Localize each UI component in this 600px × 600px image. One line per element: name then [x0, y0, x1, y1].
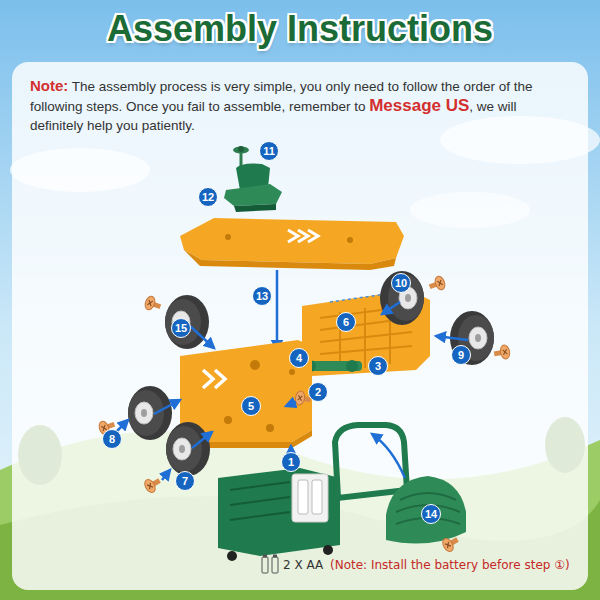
callout-number: 8 [102, 429, 122, 449]
callout-number: 9 [451, 345, 471, 365]
note-panel [12, 62, 588, 590]
callout-number: 14 [421, 504, 441, 524]
wheel [166, 422, 210, 476]
front-grille [386, 476, 466, 544]
screw [493, 344, 511, 360]
note-box: Note: The assembly process is very simpl… [14, 66, 586, 145]
callout-number: 13 [252, 286, 272, 306]
assembly-arrow [276, 270, 279, 350]
wheel [380, 271, 424, 325]
note-text: Note: The assembly process is very simpl… [30, 76, 570, 135]
callout-number: 15 [171, 318, 191, 338]
hood-top [180, 218, 404, 270]
battery-base [218, 468, 340, 561]
callout-number: 2 [308, 382, 328, 402]
callout-number: 4 [289, 348, 309, 368]
wheel [165, 295, 209, 349]
note-heading: Note: [30, 77, 68, 94]
assembly-arrow [286, 402, 296, 406]
callout-number: 1 [281, 452, 301, 472]
seat [224, 164, 282, 213]
screw [427, 275, 446, 293]
page-title: Assembly Instructions [0, 8, 600, 50]
callout-number: 3 [368, 356, 388, 376]
assembly-arrows [116, 302, 468, 480]
callout-number: 7 [175, 471, 195, 491]
wheel [128, 386, 172, 440]
callout-number: 6 [336, 312, 356, 332]
battery-icon [262, 555, 278, 573]
callout-number: 12 [198, 187, 218, 207]
screw [441, 533, 461, 553]
callout-number: 10 [391, 273, 411, 293]
grille-frame [335, 425, 407, 498]
assembly-arrow [372, 434, 405, 478]
screw [143, 295, 162, 313]
callout-number: 11 [259, 141, 279, 161]
note-body: Message US [369, 96, 469, 115]
battery-note: (Note: Install the battery before step ①… [330, 558, 570, 572]
callout-number: 5 [241, 396, 261, 416]
screw [143, 474, 163, 494]
battery-spec: 2 X AA [283, 558, 323, 572]
